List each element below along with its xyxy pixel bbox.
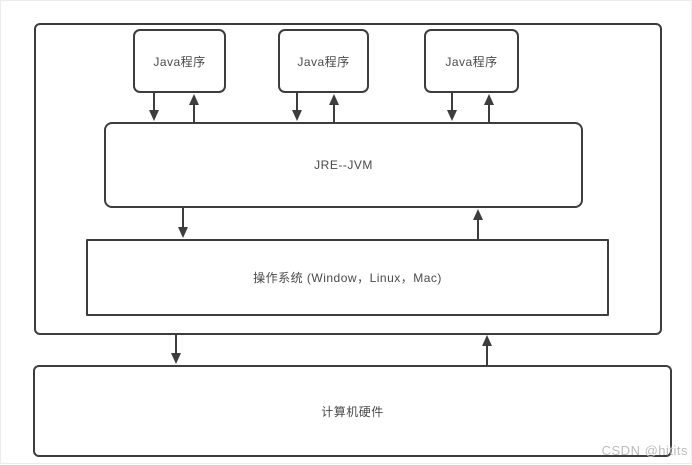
java-program-box-1: Java程序 [133,29,226,93]
operating-system-box: 操作系统 (Window，Linux，Mac) [86,239,609,316]
operating-system-label: 操作系统 (Window，Linux，Mac) [253,271,442,285]
java-program-label-3: Java程序 [445,54,498,69]
java-program-label-1: Java程序 [153,54,206,69]
computer-hardware-label: 计算机硬件 [321,404,384,419]
arrow-hardware-to-container-up [482,335,492,365]
jre-jvm-label: JRE--JVM [314,158,373,172]
watermark: CSDN @hitits [601,443,688,458]
java-program-box-3: Java程序 [424,29,519,93]
arrow-container-to-hardware-down [171,334,181,364]
computer-hardware-box: 计算机硬件 [33,365,672,457]
java-program-label-2: Java程序 [297,54,350,69]
runtime-environment-container [34,23,662,335]
java-program-box-2: Java程序 [278,29,369,93]
jre-jvm-box: JRE--JVM [104,122,583,208]
